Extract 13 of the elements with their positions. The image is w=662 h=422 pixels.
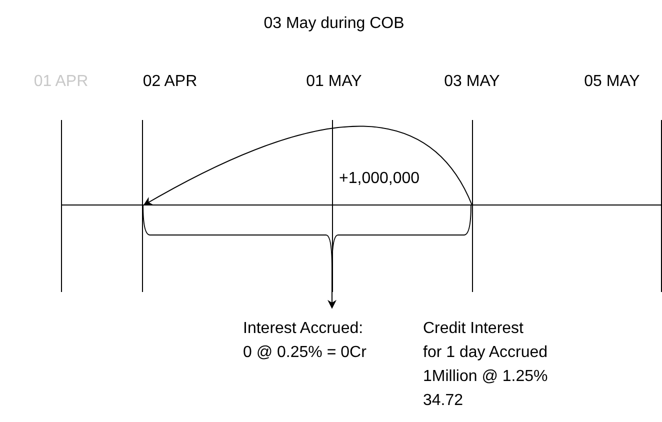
date-label: 03 MAY	[443, 72, 501, 92]
date-label: 05 MAY	[583, 72, 641, 92]
note-text: 34.72	[423, 391, 464, 411]
annotation-text: Interest Accrued: 0 @ 0.25% = 0Cr	[243, 317, 370, 365]
curved-arrow	[143, 126, 472, 206]
date-label: 02 APR	[142, 72, 198, 92]
diagram-title: 03 May during COB	[262, 14, 406, 34]
curly-bracket	[142, 204, 472, 268]
note-text: 1Million @ 1.25%	[423, 367, 548, 387]
note-text: Credit Interest	[423, 319, 524, 339]
arrow	[328, 268, 336, 309]
date-label: 01 MAY	[305, 72, 363, 92]
note-text: for 1 day Accrued	[423, 343, 548, 363]
